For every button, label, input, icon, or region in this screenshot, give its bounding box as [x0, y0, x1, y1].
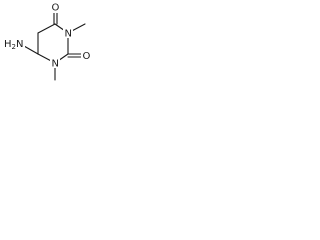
molecule-drawing: N N O O H2N [3, 2, 92, 81]
n-top-mask [63, 28, 73, 38]
n-bottom-mask [50, 58, 60, 68]
atom-amine: H2N [4, 39, 23, 51]
atom-n-top: N [65, 29, 72, 40]
bond-c5-c4 [37, 23, 56, 34]
bond-c6-amine [23, 45, 39, 55]
atom-n-bottom: N [52, 59, 59, 70]
o-top-mask [49, 2, 61, 13]
amine-n: N [16, 39, 23, 50]
amine-subscript: 2 [12, 43, 16, 51]
structure-diagram: N N O O H2N [0, 0, 98, 87]
o-right-mask [81, 50, 92, 61]
amine-mask [3, 38, 25, 50]
atom-o-top: O [52, 3, 60, 14]
atom-o-right: O [83, 51, 91, 62]
